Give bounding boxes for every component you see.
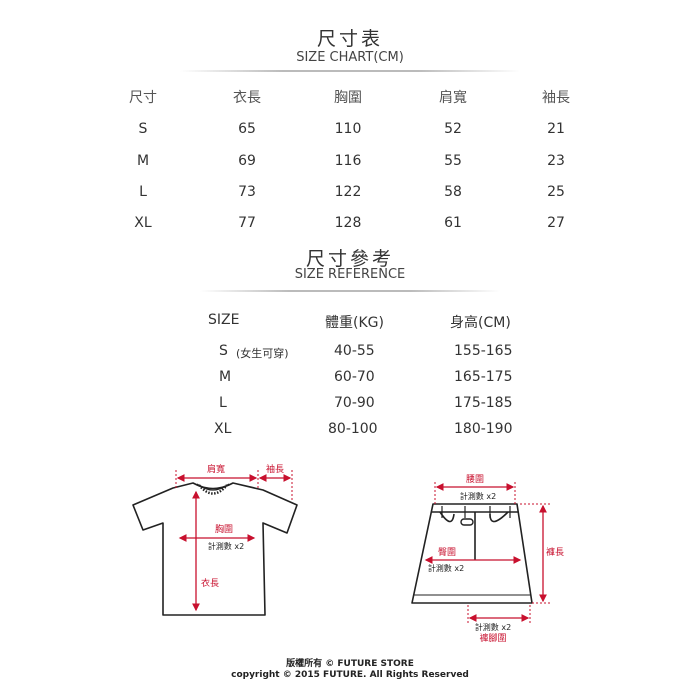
footer-line-1: 版權所有 © FUTURE STORE bbox=[286, 659, 414, 669]
row-l-sleeve: 25 bbox=[547, 184, 565, 200]
chest-note: 計測數 x2 bbox=[208, 541, 244, 551]
header-ref-size: SIZE bbox=[208, 312, 240, 328]
hip-label: 臀圍 bbox=[438, 547, 456, 558]
header-shoulder: 肩寬 bbox=[439, 90, 467, 106]
sleeve-label: 袖長 bbox=[266, 463, 284, 475]
row-m-shoulder: 55 bbox=[444, 153, 462, 169]
waist-label: 腰圍 bbox=[466, 474, 484, 485]
row-l-shoulder: 58 bbox=[444, 184, 462, 200]
header-height: 身高(CM) bbox=[450, 315, 511, 331]
size-reference-title: 尺寸參考 bbox=[305, 248, 394, 270]
hip-note: 計測數 x2 bbox=[428, 563, 464, 573]
ref-s-weight: 40-55 bbox=[334, 343, 375, 359]
row-s-sleeve: 21 bbox=[547, 121, 565, 137]
row-m-sleeve: 23 bbox=[547, 153, 565, 169]
hem-label: 褲腳圍 bbox=[479, 632, 506, 644]
ref-xl-size: XL bbox=[214, 421, 232, 437]
ref-xl-height: 180-190 bbox=[454, 421, 513, 437]
header-sleeve: 袖長 bbox=[542, 90, 570, 106]
header-weight: 體重(KG) bbox=[325, 315, 384, 331]
skirt-length-label: 褲長 bbox=[546, 546, 564, 558]
footer-line-2: copyright © 2015 FUTURE. All Rights Rese… bbox=[231, 670, 469, 680]
row-s-length: 65 bbox=[238, 121, 256, 137]
hem-note: 計測數 x2 bbox=[475, 622, 511, 632]
row-xl-size: XL bbox=[134, 215, 152, 231]
size-chart-divider bbox=[180, 70, 520, 72]
ref-l-size: L bbox=[219, 395, 227, 411]
row-l-size: L bbox=[139, 184, 147, 200]
ref-s-size: S bbox=[219, 343, 228, 359]
row-l-chest: 122 bbox=[334, 184, 362, 200]
size-chart-subtitle: SIZE CHART(CM) bbox=[296, 50, 404, 65]
ref-l-height: 175-185 bbox=[454, 395, 513, 411]
row-s-chest: 110 bbox=[334, 121, 362, 137]
row-xl-shoulder: 61 bbox=[444, 215, 462, 231]
skirt-diagram: 腰圍 計測數 x2 臀圍 計測數 x2 褲長 計測數 x2 褲腳圍 bbox=[411, 474, 564, 644]
row-m-size: M bbox=[136, 153, 150, 169]
ref-m-height: 165-175 bbox=[454, 369, 513, 385]
size-reference-divider bbox=[200, 290, 500, 292]
header-chest: 胸圍 bbox=[334, 90, 362, 106]
ref-s-note: (女生可穿) bbox=[236, 347, 289, 360]
skirt-guides bbox=[434, 482, 550, 623]
row-l-length: 73 bbox=[238, 184, 256, 200]
ref-l-weight: 70-90 bbox=[334, 395, 375, 411]
row-s-shoulder: 52 bbox=[444, 121, 462, 137]
chest-label: 胸圍 bbox=[215, 523, 233, 535]
row-xl-length: 77 bbox=[238, 215, 256, 231]
row-s-size: S bbox=[138, 121, 148, 137]
ref-m-size: M bbox=[219, 369, 232, 385]
skirt-button bbox=[460, 518, 474, 526]
row-m-chest: 116 bbox=[334, 153, 362, 169]
header-length: 衣長 bbox=[233, 90, 261, 106]
size-chart-title: 尺寸表 bbox=[316, 28, 383, 50]
tshirt-guides bbox=[175, 470, 293, 500]
size-reference-subtitle: SIZE REFERENCE bbox=[294, 267, 406, 282]
row-xl-chest: 128 bbox=[334, 215, 362, 231]
ref-xl-weight: 80-100 bbox=[328, 421, 378, 437]
tshirt-outline bbox=[132, 482, 298, 616]
row-m-length: 69 bbox=[238, 153, 256, 169]
row-xl-sleeve: 27 bbox=[547, 215, 565, 231]
tshirt-diagram: 肩寬 袖長 胸圍 計測數 x2 衣長 bbox=[132, 463, 298, 616]
ref-s-height: 155-165 bbox=[454, 343, 513, 359]
length-label: 衣長 bbox=[201, 577, 219, 589]
waist-note: 計測數 x2 bbox=[460, 491, 496, 501]
header-size: 尺寸 bbox=[129, 90, 157, 106]
shoulder-label: 肩寬 bbox=[207, 463, 225, 475]
ref-m-weight: 60-70 bbox=[334, 369, 375, 385]
